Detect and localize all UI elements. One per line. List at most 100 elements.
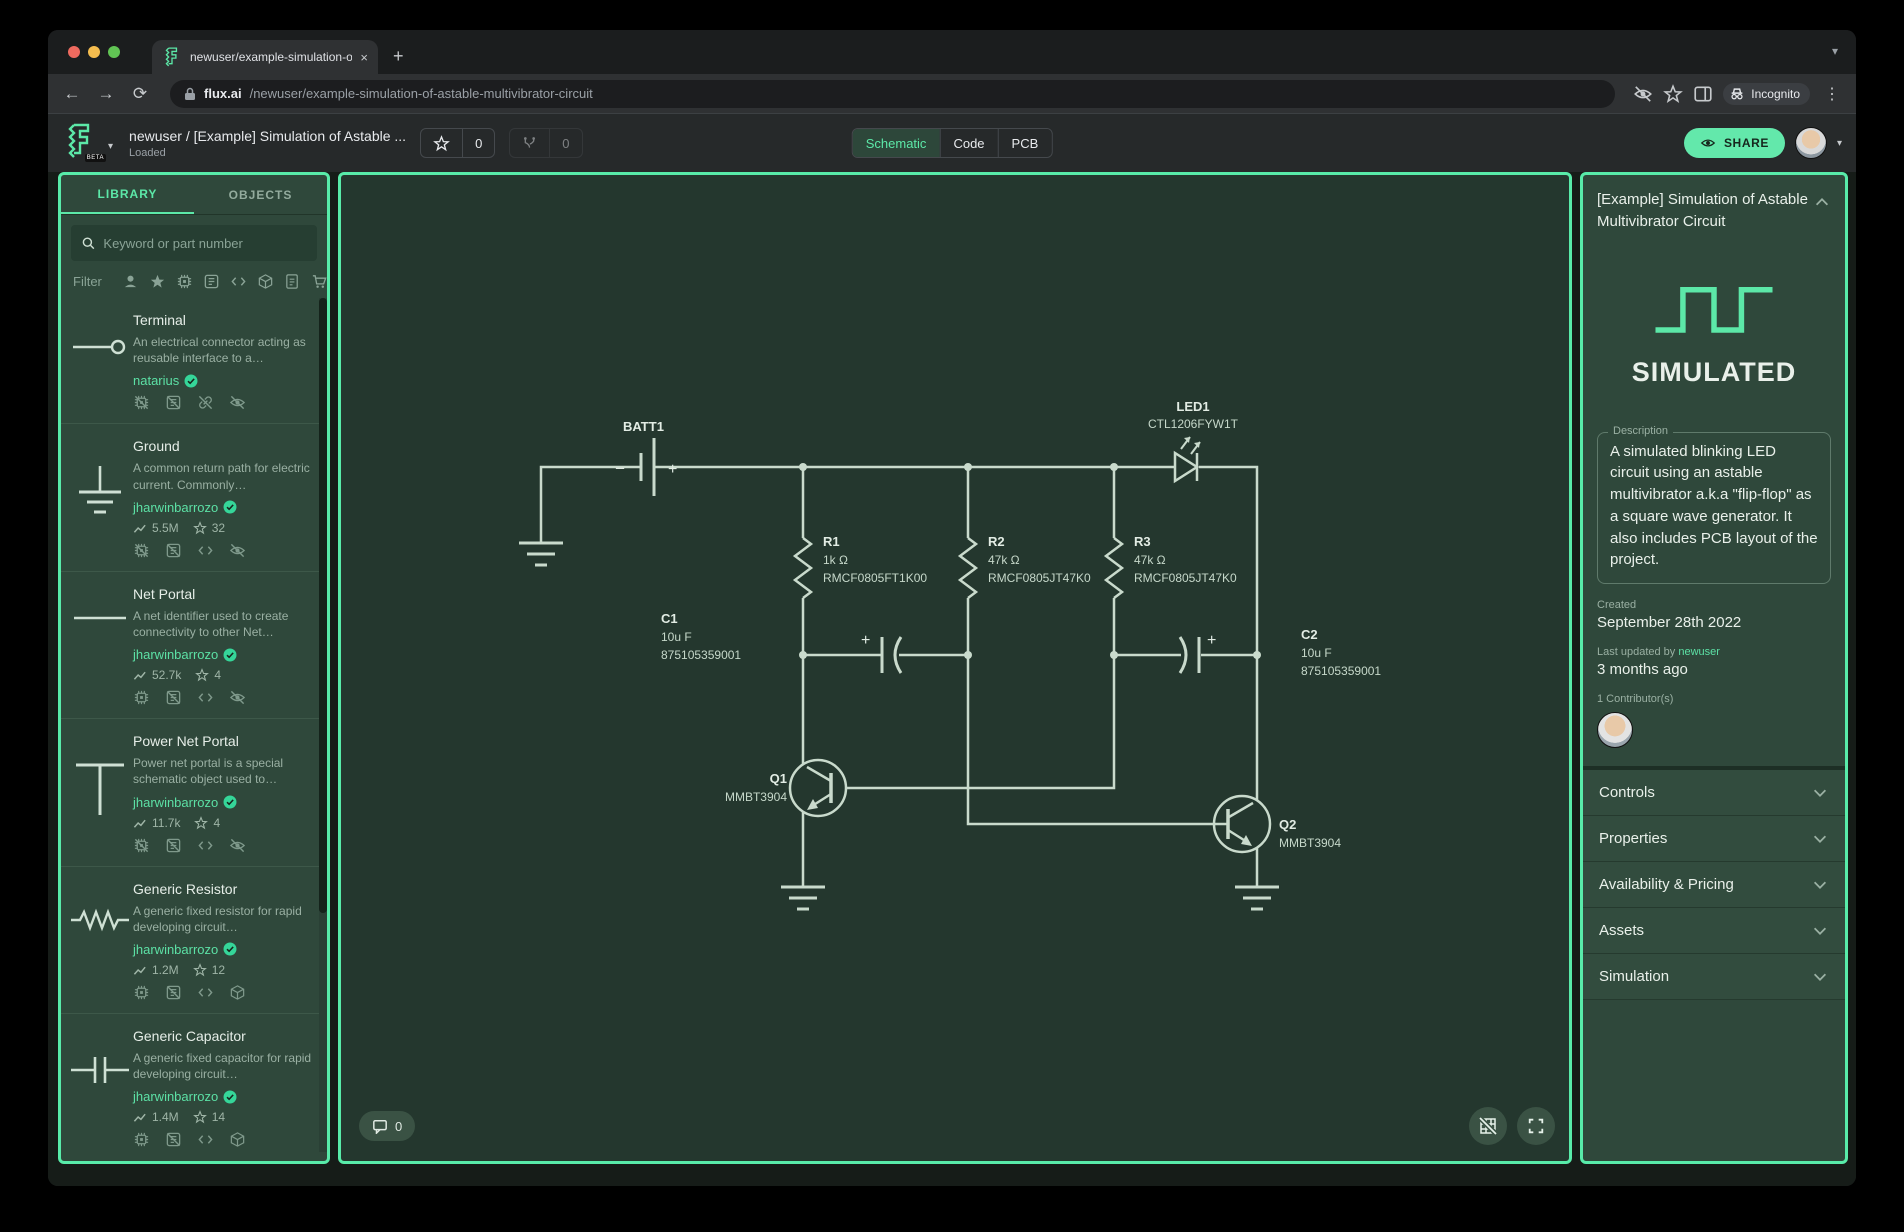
back-button[interactable]: ← <box>60 84 84 104</box>
filter-code-icon[interactable] <box>230 273 247 290</box>
contributor-avatar[interactable] <box>1597 712 1633 748</box>
description-text: A simulated blinking LED circuit using a… <box>1610 441 1818 572</box>
schematic-canvas-panel[interactable]: BATT1 − + LED1 CTL1206FYW1T R1 1k Ω RMCF… <box>338 172 1572 1164</box>
description-box[interactable]: Description A simulated blinking LED cir… <box>1597 432 1831 585</box>
battery-symbol[interactable] <box>641 438 654 496</box>
browser-menu-icon[interactable]: ⋮ <box>1820 84 1844 104</box>
c2-part-label: 875105359001 <box>1301 664 1381 678</box>
reload-button[interactable]: ⟳ <box>128 84 152 104</box>
wire[interactable] <box>541 467 641 543</box>
resistor-r3-symbol[interactable] <box>1106 467 1122 655</box>
resistor-symbol-icon <box>70 907 130 933</box>
star-icon <box>194 816 208 830</box>
schematic-svg[interactable]: BATT1 − + LED1 CTL1206FYW1T R1 1k Ω RMCF… <box>341 175 1569 1161</box>
account-caret-icon[interactable]: ▾ <box>1837 138 1842 149</box>
item-author[interactable]: jharwinbarrozo <box>133 500 218 515</box>
list-item-generic-resistor[interactable]: Generic Resistor A generic fixed resisto… <box>61 867 327 1014</box>
r3-value-label: 47k Ω <box>1134 553 1166 567</box>
resistor-r2-symbol[interactable] <box>960 467 976 655</box>
tab-pcb[interactable]: PCB <box>998 129 1052 157</box>
library-scrollbar[interactable] <box>319 298 327 1152</box>
ground-symbol[interactable] <box>519 543 563 565</box>
filter-cart-icon[interactable] <box>311 273 328 290</box>
close-window-button[interactable] <box>68 46 80 58</box>
toggle-grid-button[interactable] <box>1469 1107 1507 1145</box>
logo-caret-icon[interactable]: ▾ <box>108 141 113 152</box>
description-label: Description <box>1608 425 1673 437</box>
item-description: Power net portal is a special schematic … <box>133 755 317 787</box>
wire[interactable] <box>847 655 1114 788</box>
browser-tab[interactable]: newuser/example-simulation-o × <box>152 40 378 74</box>
item-author[interactable]: jharwinbarrozo <box>133 795 218 810</box>
section-assets[interactable]: Assets <box>1583 908 1845 954</box>
list-item-net-portal[interactable]: Net Portal A net identifier used to crea… <box>61 572 327 719</box>
traffic-lights[interactable] <box>68 46 120 58</box>
power-net-portal-symbol-icon <box>72 759 128 819</box>
led-ref-label: LED1 <box>1176 399 1209 414</box>
scrollbar-thumb[interactable] <box>319 298 327 913</box>
user-avatar[interactable] <box>1795 127 1827 159</box>
collapse-chevron-icon[interactable] <box>1813 193 1831 211</box>
battery-ref-label: BATT1 <box>623 419 664 434</box>
item-author[interactable]: jharwinbarrozo <box>133 1089 218 1104</box>
filter-pdf-icon[interactable] <box>284 273 301 290</box>
tab-search-chevron-icon[interactable]: ▾ <box>1832 44 1838 58</box>
breadcrumb[interactable]: newuser / [Example] Simulation of Astabl… <box>129 128 406 144</box>
flux-logo[interactable]: BETA <box>62 122 102 164</box>
minimize-window-button[interactable] <box>88 46 100 58</box>
component-list: Terminal An electrical connector acting … <box>61 298 327 1152</box>
library-search[interactable] <box>71 225 317 261</box>
comments-button[interactable]: 0 <box>359 1111 415 1141</box>
share-button[interactable]: SHARE <box>1684 128 1785 158</box>
star-pill[interactable]: 0 <box>420 128 495 158</box>
tab-code[interactable]: Code <box>939 129 997 157</box>
library-tabs: LIBRARY OBJECTS <box>61 175 327 215</box>
filter-user-icon[interactable] <box>122 273 139 290</box>
tab-objects[interactable]: OBJECTS <box>194 175 327 214</box>
item-author[interactable]: jharwinbarrozo <box>133 942 218 957</box>
filter-module-icon[interactable] <box>203 273 220 290</box>
app-header: BETA ▾ newuser / [Example] Simulation of… <box>48 114 1856 172</box>
item-author[interactable]: natarius <box>133 373 179 388</box>
transistor-q1-symbol[interactable] <box>781 655 846 909</box>
led-symbol[interactable] <box>1175 437 1200 481</box>
eye-disabled-icon <box>229 394 246 411</box>
list-item-generic-capacitor[interactable]: Generic Capacitor A generic fixed capaci… <box>61 1014 327 1152</box>
square-wave-icon <box>1650 277 1778 341</box>
capacitor-symbol-icon <box>70 1054 130 1086</box>
new-tab-button[interactable]: + <box>393 46 404 66</box>
fork-pill[interactable]: 0 <box>509 128 582 158</box>
section-availability-pricing[interactable]: Availability & Pricing <box>1583 862 1845 908</box>
forward-button[interactable]: → <box>94 84 118 104</box>
tab-close-icon[interactable]: × <box>360 50 368 65</box>
section-properties[interactable]: Properties <box>1583 816 1845 862</box>
capacitor-c2-symbol[interactable] <box>1114 637 1257 673</box>
list-item-power-net-portal[interactable]: Power Net Portal Power net portal is a s… <box>61 719 327 866</box>
transistor-q2-symbol[interactable] <box>1214 655 1279 909</box>
r2-value-label: 47k Ω <box>988 553 1020 567</box>
tab-library[interactable]: LIBRARY <box>61 175 194 214</box>
filter-3d-box-icon[interactable] <box>257 273 274 290</box>
eye-off-icon[interactable] <box>1633 84 1653 104</box>
filter-starred-icon[interactable] <box>149 273 166 290</box>
search-input[interactable] <box>103 236 307 251</box>
inspector-accordion: Controls Properties Availability & Prici… <box>1583 766 1845 1000</box>
wire[interactable] <box>1199 467 1257 655</box>
item-author[interactable]: jharwinbarrozo <box>133 647 218 662</box>
section-simulation[interactable]: Simulation <box>1583 954 1845 1000</box>
usage-count: 11.7k <box>152 816 180 830</box>
capacitor-c1-symbol[interactable] <box>803 637 968 673</box>
updated-by-user[interactable]: newuser <box>1678 646 1720 658</box>
bookmark-star-icon[interactable] <box>1663 84 1683 104</box>
list-item-terminal[interactable]: Terminal An electrical connector acting … <box>61 298 327 424</box>
zoom-window-button[interactable] <box>108 46 120 58</box>
resistor-r1-symbol[interactable] <box>795 467 811 655</box>
wire[interactable] <box>968 655 1214 824</box>
address-bar[interactable]: flux.ai/newuser/example-simulation-of-as… <box>170 80 1615 108</box>
side-panel-icon[interactable] <box>1693 84 1713 104</box>
filter-chip-icon[interactable] <box>176 273 193 290</box>
tab-schematic[interactable]: Schematic <box>853 129 940 157</box>
section-controls[interactable]: Controls <box>1583 770 1845 816</box>
list-item-ground[interactable]: Ground A common return path for electric… <box>61 424 327 571</box>
fullscreen-button[interactable] <box>1517 1107 1555 1145</box>
